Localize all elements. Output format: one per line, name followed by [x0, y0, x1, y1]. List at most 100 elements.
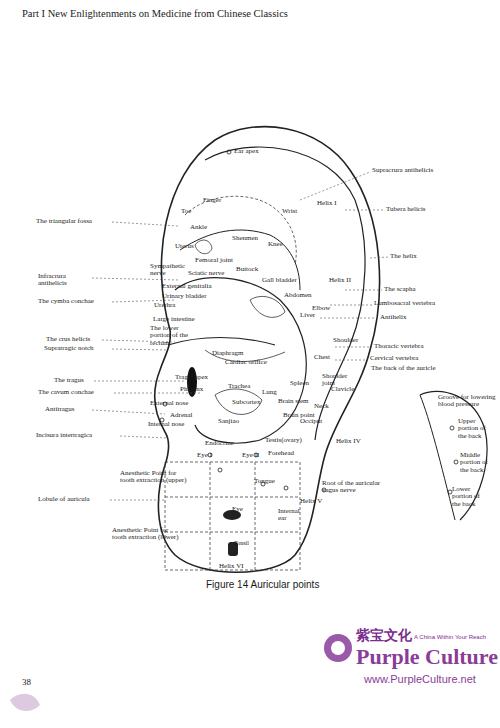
leader-line: [320, 318, 378, 319]
leader-line: [335, 360, 368, 361]
corner-ornament: [10, 694, 40, 711]
point-label: Eye: [232, 506, 243, 513]
point-marker: [218, 468, 222, 472]
watermark-logo: [10, 634, 352, 711]
leader-line: [112, 222, 178, 226]
point-label: Sciatic nerve: [188, 270, 224, 277]
point-label: The triangular fossa: [36, 218, 92, 225]
point-label: Gall bladder: [262, 277, 297, 284]
point-label: External genitalia: [162, 283, 212, 290]
point-label: Uterus: [175, 243, 194, 250]
point-label: Spleen: [290, 380, 309, 387]
point-label: Occiput: [300, 418, 322, 425]
page-number: 38: [22, 678, 31, 687]
antihelix-crura-line: [185, 196, 296, 265]
point-label: Lung: [262, 389, 277, 396]
leader-line: [330, 305, 372, 306]
helix-inner-line: [205, 147, 365, 440]
point-label: Internal ear: [278, 508, 300, 523]
point-label: Ear apex: [234, 148, 259, 155]
watermark-text: Purple Culture: [356, 645, 498, 668]
point-label: Cardiac orifice: [225, 359, 267, 366]
point-label: Abdomen: [284, 292, 312, 299]
point-marker: [448, 490, 452, 494]
point-label: Neck: [314, 403, 329, 410]
point-label: Trachea: [228, 383, 250, 390]
point-label: Infracrura antihelicis: [38, 273, 90, 288]
point-label: Eye II: [242, 452, 259, 459]
point-label: Diaphragm: [212, 350, 244, 357]
point-label: Tongue: [254, 478, 275, 485]
leader-line: [335, 347, 372, 348]
organ-sketch: [195, 240, 212, 254]
point-label: Middle portion of the back: [460, 452, 492, 474]
logo-mark: [331, 641, 345, 655]
point-label: Root of the auricular vagus nerve: [322, 480, 394, 495]
point-label: Wrist: [282, 208, 297, 215]
lobule-grid: [165, 532, 300, 533]
point-label: Liver: [300, 312, 315, 319]
point-marker: [284, 486, 288, 490]
point-label: The scapha: [384, 286, 416, 293]
point-label: Lumbosacral vertebra: [374, 300, 435, 307]
point-label: Helix II: [329, 277, 351, 284]
point-label: The crus helicis: [46, 336, 90, 343]
figure-caption: Figure 14 Auricular points: [206, 580, 319, 591]
back-auricle-outline: [420, 395, 455, 520]
point-label: Tubera helicis: [386, 206, 426, 213]
point-label: Toe: [181, 208, 191, 215]
point-label: Urinary bladder: [162, 293, 207, 300]
organ-sketch: [215, 389, 262, 414]
lobule-grid: [210, 462, 211, 570]
auricle-outline: [155, 127, 380, 573]
point-label: Groove for lowering blood pressure: [438, 394, 498, 409]
point-label: Urethra: [154, 302, 175, 309]
point-label: The tragus: [54, 377, 84, 384]
point-label: Tonsil: [234, 540, 249, 546]
organ-sketch: [250, 296, 285, 317]
point-label: Sanjiao: [218, 418, 239, 425]
point-label: Helix IV: [336, 438, 361, 445]
point-label: Helix V: [300, 498, 322, 505]
watermark-text: 紫宝文化: [356, 628, 412, 643]
point-label: Supracrura antihelicis: [372, 167, 433, 174]
leader-line: [345, 210, 384, 211]
point-label: Anesthetic Point for tooth extraction (u…: [120, 470, 190, 485]
leader-lines: [92, 172, 390, 500]
leader-line: [110, 500, 165, 501]
lobule-grid: [165, 497, 300, 498]
point-label: The back of the auricle: [371, 365, 436, 372]
point-label: Cervical vertebra: [370, 355, 418, 362]
point-marker: [450, 426, 454, 430]
point-label: Lobule of auricula: [38, 496, 90, 503]
point-label: Eye I: [197, 452, 212, 459]
point-label: Adrenal: [170, 412, 193, 419]
leader-line: [300, 172, 370, 200]
point-label: Sympathetic nerve: [150, 263, 180, 278]
point-label: The lower portion of the rectum: [150, 325, 200, 347]
point-label: Buttock: [236, 266, 258, 273]
back-points: [448, 426, 458, 494]
point-label: Testis(ovary): [265, 437, 302, 444]
logo-mark: [324, 634, 352, 662]
point-label: Endocrine: [205, 440, 234, 447]
point-label: Ankle: [190, 224, 207, 231]
point-label: Knee: [268, 241, 283, 248]
leader-line: [370, 257, 390, 258]
point-label: Antitragus: [45, 406, 75, 413]
point-label: Anesthetic Point for tooth extraction (l…: [112, 527, 182, 542]
point-label: Brain stem: [278, 398, 309, 405]
point-label: Chest: [314, 354, 330, 361]
point-label: Pharynx: [180, 386, 203, 393]
point-label: Lower portion of the back: [452, 486, 488, 508]
point-label: Finger: [203, 197, 221, 204]
triangular-fossa-line: [180, 230, 300, 290]
point-label: Shoulder: [333, 337, 358, 344]
point-label: Large intestine: [153, 316, 195, 323]
point-label: Shenmen: [232, 235, 258, 242]
leader-line: [92, 278, 180, 280]
leader-line: [92, 410, 165, 414]
point-label: Forehead: [268, 450, 294, 457]
leader-line: [120, 436, 168, 438]
